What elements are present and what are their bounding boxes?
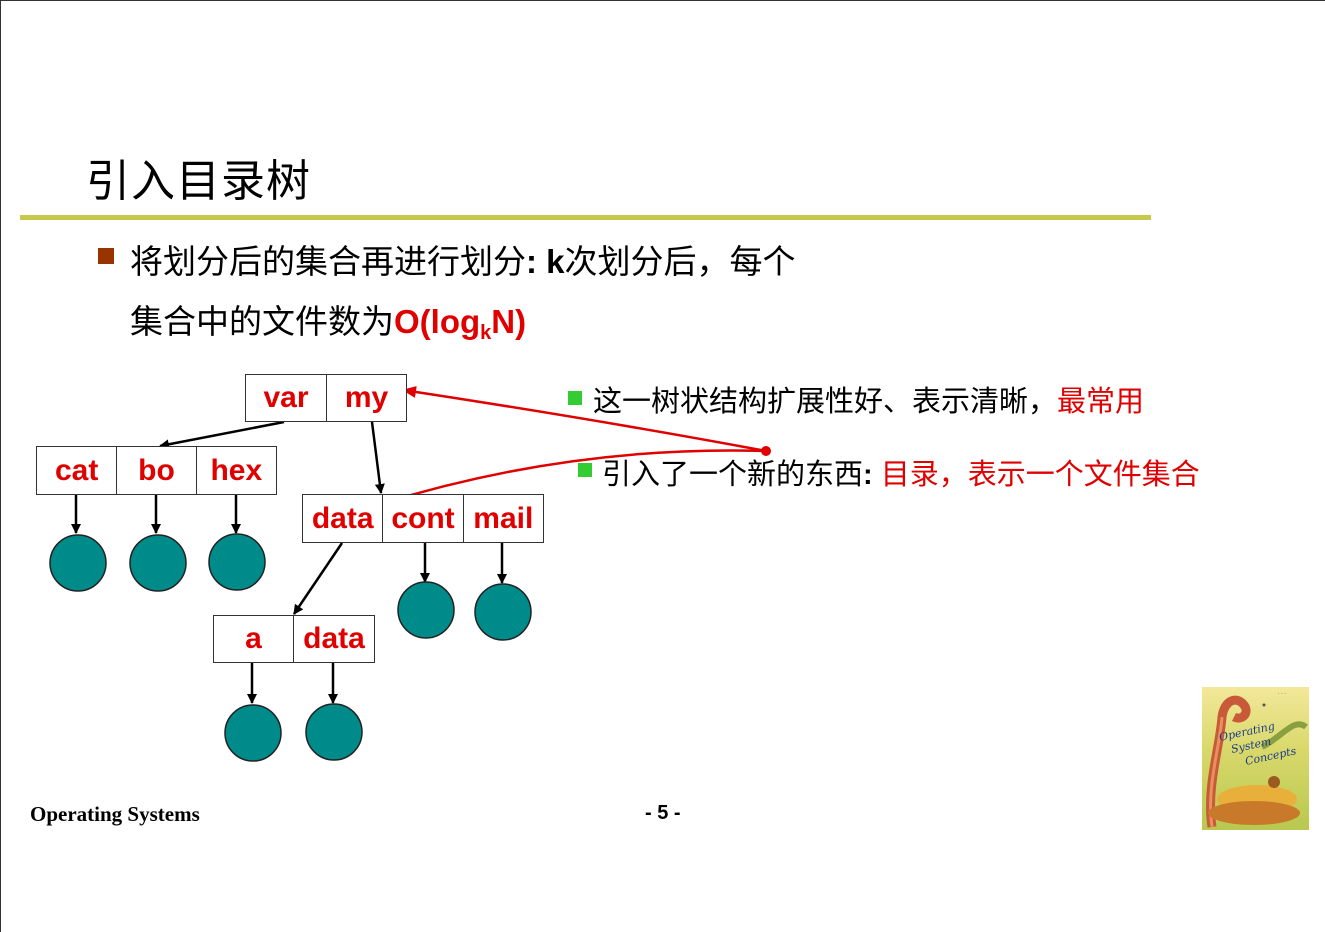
side-bullet-1: 这一树状结构扩展性好、表示清晰，最常用 (593, 378, 1144, 420)
formula-main: O(log (394, 303, 481, 340)
main-bullet-colon: : (526, 243, 547, 280)
file-node-bo (129, 534, 187, 592)
annotation-arrow-origin (761, 446, 771, 456)
dir-var: cat bo hex (36, 446, 277, 495)
dir-my: data cont mail (302, 494, 544, 543)
file-node-hex (208, 533, 266, 591)
annotation-arrow-to-my (402, 386, 767, 453)
side-bullet-1-text: 这一树状结构扩展性好、表示清晰， (593, 384, 1058, 418)
slide-title: 引入目录树 (86, 156, 311, 207)
dir-root: var my (245, 374, 407, 422)
side-bullet-2: 引入了一个新的东西: 目录，表示一个文件集合 (602, 451, 1200, 493)
side-bullet-2-text: 引入了一个新的东西 (602, 457, 864, 491)
slide-frame-top (0, 0, 1325, 1)
dir-entry-cont: cont (382, 495, 462, 542)
edge-data-to-dir (292, 542, 344, 615)
footer-page-number: - 5 - (645, 802, 681, 824)
main-bullet-text-b: 次划分后，每个 (564, 242, 796, 281)
formula-end: N) (491, 303, 527, 340)
side-bullet-2-icon (578, 463, 592, 477)
dir-entry-data: data (311, 501, 374, 535)
file-node-cat (49, 534, 107, 592)
slide-frame-left (0, 0, 1, 932)
main-bullet-line-1: 将划分后的集合再进行划分: k次划分后，每个 (130, 235, 796, 283)
side-bullet-2-colon: : (863, 459, 881, 491)
file-node-data (305, 703, 363, 761)
side-bullet-1-highlight: 最常用 (1057, 384, 1145, 418)
dir-entry-bo: bo (116, 447, 195, 494)
title-underline (20, 215, 1151, 220)
side-bullet-1-icon (568, 391, 582, 405)
dir-entry-var: var (263, 381, 309, 414)
dir-entry-data-2: data (293, 616, 374, 662)
dir-entry-mail: mail (462, 495, 543, 542)
formula-subscript: k (480, 322, 492, 344)
dir-entry-a: a (245, 622, 262, 655)
dir-entry-cat: cat (54, 453, 99, 487)
file-node-cont (397, 581, 455, 639)
main-bullet-k: k (546, 243, 565, 280)
dir-entry-hex: hex (195, 447, 276, 494)
footer-course-name: Operating Systems (30, 802, 200, 826)
annotation-arrow-to-data (361, 449, 767, 512)
svg-text:· · ·: · · · (1278, 691, 1286, 697)
dir-entry-my: my (326, 375, 406, 421)
edge-my-to-dir (370, 421, 385, 494)
edge-var-to-dir (159, 420, 285, 450)
main-bullet-text-a: 将划分后的集合再进行划分 (130, 242, 526, 281)
main-bullet-icon (98, 248, 114, 264)
main-bullet-text-c: 集合中的文件数为 (130, 302, 394, 341)
main-bullet-line-2: 集合中的文件数为O(logkN) (130, 295, 526, 345)
side-bullet-2-highlight: 目录，表示一个文件集合 (880, 457, 1200, 491)
book-cover-logo: · · · Operating System Concepts (1202, 687, 1309, 830)
dir-data: a data (213, 615, 375, 663)
file-node-mail (474, 583, 532, 641)
file-node-a (224, 704, 282, 762)
complexity-formula: O(logkN) (394, 303, 527, 344)
